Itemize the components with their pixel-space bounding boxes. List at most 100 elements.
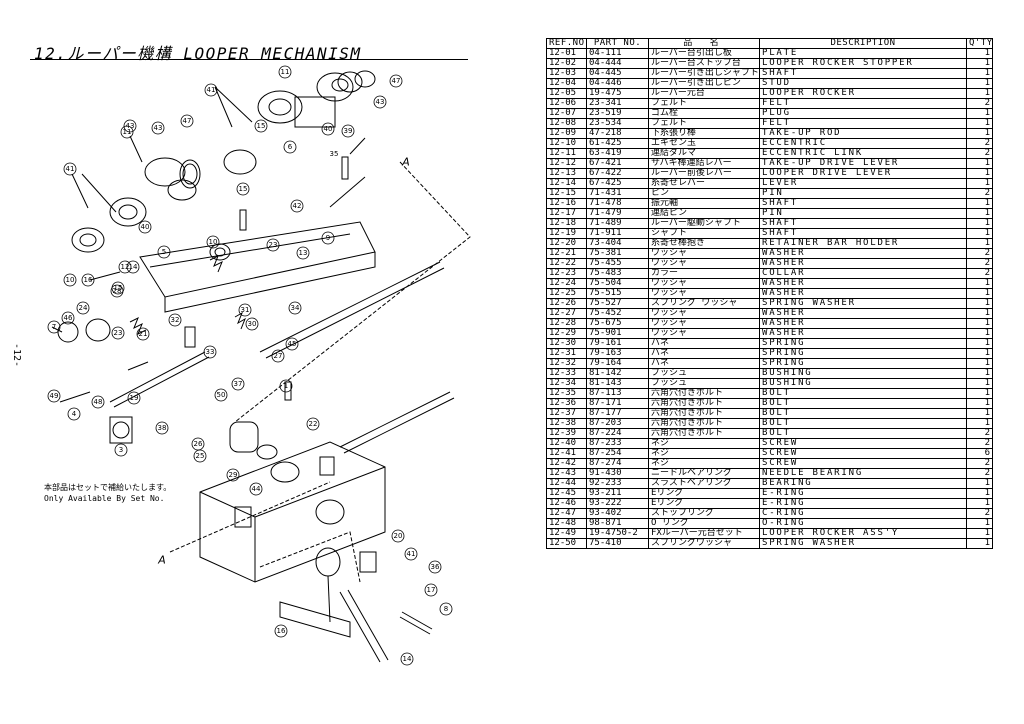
cell-part-name: ルーパー引き出しシャフト bbox=[648, 68, 760, 79]
cell-part-no: 04-446 bbox=[586, 78, 649, 89]
callout-10b: 10 bbox=[66, 276, 75, 284]
cell-ref-no: 12-49 bbox=[546, 528, 587, 539]
cell-qty: 1 bbox=[966, 418, 993, 429]
cell-description: PLUG bbox=[759, 108, 967, 119]
cell-ref-no: 12-34 bbox=[546, 378, 587, 389]
callout-41: 41 bbox=[66, 165, 75, 173]
cell-qty: 2 bbox=[966, 508, 993, 519]
cell-qty: 1 bbox=[966, 518, 993, 529]
cell-part-name: 糸寄せレバー bbox=[648, 178, 760, 189]
cell-part-name: フェルト bbox=[648, 98, 760, 109]
callout-15b: 15 bbox=[257, 122, 266, 130]
callout-29: 29 bbox=[229, 471, 238, 479]
cell-description: SHAFT bbox=[759, 68, 967, 79]
callout-17: 17 bbox=[427, 586, 436, 594]
cell-part-name: ストップリング bbox=[648, 508, 760, 519]
cell-part-no: 91-430 bbox=[586, 468, 649, 479]
cell-part-no: 93-222 bbox=[586, 498, 649, 509]
cell-qty: 1 bbox=[966, 388, 993, 399]
callout-39: 39 bbox=[344, 127, 353, 135]
cell-description: FELT bbox=[759, 98, 967, 109]
cell-part-no: 71-489 bbox=[586, 218, 649, 229]
callout-33: 33 bbox=[206, 348, 215, 356]
cell-qty: 1 bbox=[966, 168, 993, 179]
callout-4: 4 bbox=[72, 410, 77, 418]
cell-part-name: ワッシャ bbox=[648, 308, 760, 319]
cell-part-no: 79-164 bbox=[586, 358, 649, 369]
callout-16b: 16 bbox=[277, 627, 286, 635]
callout-3: 3 bbox=[119, 446, 123, 454]
header-description: DESCRIPTION bbox=[759, 38, 967, 49]
cell-part-no: 67-422 bbox=[586, 168, 649, 179]
cell-description: LOOPER ROCKER bbox=[759, 88, 967, 99]
cell-part-name: 糸寄せ棒抱き bbox=[648, 238, 760, 249]
cell-ref-no: 12-32 bbox=[546, 358, 587, 369]
callout-22: 22 bbox=[309, 420, 318, 428]
cell-description: LEVER bbox=[759, 178, 967, 189]
cell-ref-no: 12-30 bbox=[546, 338, 587, 349]
cell-qty: 1 bbox=[966, 288, 993, 299]
cell-ref-no: 12-18 bbox=[546, 218, 587, 229]
cell-part-no: 81-142 bbox=[586, 368, 649, 379]
callout-46: 46 bbox=[64, 314, 73, 322]
page-number: -12- bbox=[11, 343, 22, 368]
cell-qty: 1 bbox=[966, 118, 993, 129]
cell-ref-no: 12-42 bbox=[546, 458, 587, 469]
cell-description: BUSHING bbox=[759, 378, 967, 389]
cell-ref-no: 12-05 bbox=[546, 88, 587, 99]
callout-44: 44 bbox=[252, 485, 261, 493]
callout-9: 9 bbox=[326, 234, 330, 242]
cell-qty: 1 bbox=[966, 368, 993, 379]
cell-part-no: 87-233 bbox=[586, 438, 649, 449]
cell-part-name: ゴム栓 bbox=[648, 108, 760, 119]
cell-ref-no: 12-10 bbox=[546, 138, 587, 149]
section-mark-a-lower: A bbox=[157, 554, 166, 567]
cell-part-name: 六角穴付きボルト bbox=[648, 418, 760, 429]
cell-part-name: 振元軸 bbox=[648, 198, 760, 209]
cell-ref-no: 12-09 bbox=[546, 128, 587, 139]
cell-part-no: 75-504 bbox=[586, 278, 649, 289]
header-part-name: 品 名 bbox=[648, 38, 760, 49]
callout-13: 13 bbox=[299, 249, 308, 257]
cell-qty: 1 bbox=[966, 178, 993, 189]
cell-part-name: FXルーパー元台セット bbox=[648, 528, 760, 539]
cell-qty: 2 bbox=[966, 428, 993, 439]
cell-ref-no: 12-24 bbox=[546, 278, 587, 289]
cell-description: BOLT bbox=[759, 388, 967, 399]
cell-part-no: 75-515 bbox=[586, 288, 649, 299]
cell-description: O-RING bbox=[759, 518, 967, 529]
cell-ref-no: 12-28 bbox=[546, 318, 587, 329]
cell-description: SHAFT bbox=[759, 198, 967, 209]
cell-part-no: 73-404 bbox=[586, 238, 649, 249]
section-mark-a-upper: A bbox=[401, 156, 410, 169]
cell-ref-no: 12-31 bbox=[546, 348, 587, 359]
callout-50: 50 bbox=[217, 391, 226, 399]
callout-27: 27 bbox=[274, 352, 283, 360]
cell-ref-no: 12-01 bbox=[546, 48, 587, 59]
cell-qty: 2 bbox=[966, 98, 993, 109]
cell-qty: 1 bbox=[966, 128, 993, 139]
cell-part-no: 87-254 bbox=[586, 448, 649, 459]
callout-10: 10 bbox=[209, 238, 218, 246]
cell-description: BOLT bbox=[759, 398, 967, 409]
cell-description: PIN bbox=[759, 208, 967, 219]
cell-description: NEEDLE BEARING bbox=[759, 468, 967, 479]
cell-part-no: 75-675 bbox=[586, 318, 649, 329]
callout-38: 38 bbox=[158, 424, 167, 432]
cell-part-name: ワッシャ bbox=[648, 248, 760, 259]
